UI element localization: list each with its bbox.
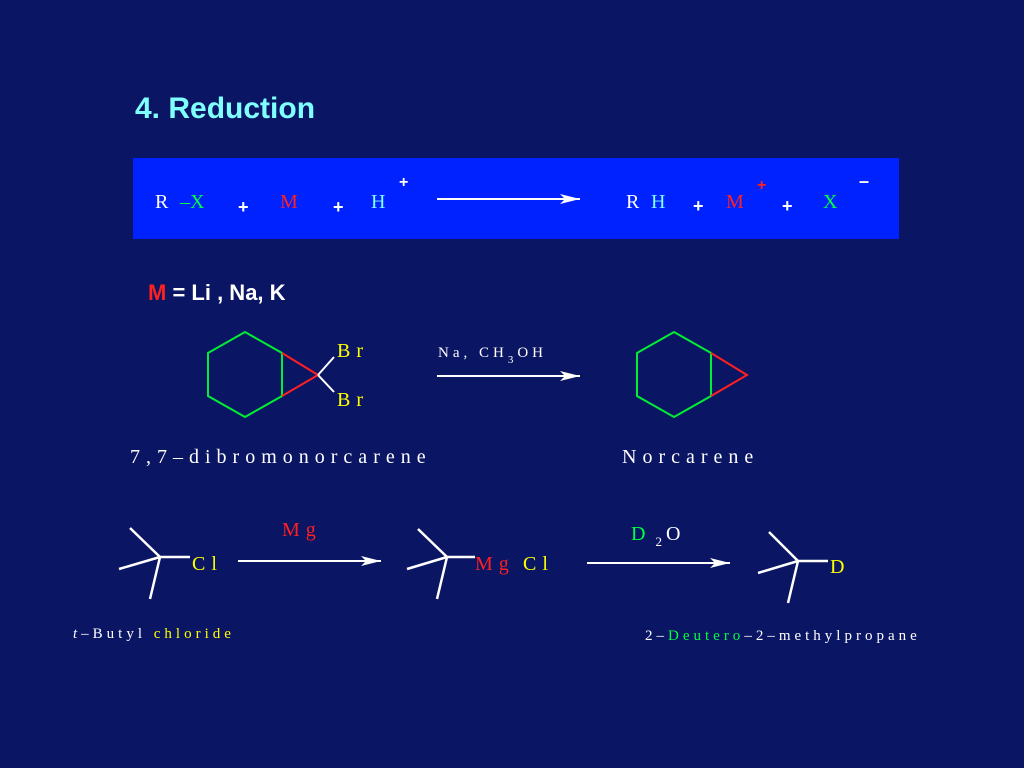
product-name-deutero-methylpropane: 2–Deutero–2–methylpropane [645,628,921,645]
d2o-subscript: 2 [655,534,662,549]
eq-h2: H [651,191,666,213]
eq-x2: X [823,191,838,213]
mg-label: Mg [475,553,515,575]
reagent-main: Na, CH [438,345,508,361]
reagent-subscript: 3 [507,354,518,366]
cyclopropane-ring-2 [710,352,749,397]
reactant-name-t-butyl-chloride: t–Butyl chloride [73,626,235,643]
eq-plus2: + [333,197,344,217]
t-prefix: t [73,626,82,642]
norcarene-structure [636,330,749,419]
br-top-label: Br [337,340,369,362]
cl-label-1: Cl [192,553,223,575]
reactant-name-dibromonorcarene: 7,7–dibromonorcarene [130,446,432,468]
d-label-product: D [830,556,845,578]
product-name-norcarene: Norcarene [622,446,760,468]
eq-h1: H [371,191,386,213]
mg-reagent: Mg [282,519,322,541]
slide-title: 4. Reduction [135,92,316,125]
deutero-text: Deutero [668,628,745,644]
eq-m2-charge: + [757,177,767,194]
metal-symbol: M [148,280,167,305]
eq-m2: M [726,191,744,213]
eq-r2: R [626,191,640,213]
eq-plus3: + [693,196,704,216]
br-bond-bottom [317,374,335,393]
eq-x1: –X [180,191,205,213]
br-bottom-label: Br [337,389,369,411]
eq-r1: R [155,191,169,213]
deutero-methylpropane-structure [757,531,828,604]
dibromonorcarene-structure [207,330,335,419]
reagent-end: OH [517,345,547,361]
butyl-text: –Butyl [81,626,147,642]
t-butyl-chloride-structure [118,527,190,600]
product-prefix: 2– [645,628,668,644]
reagent-na-methanol: Na, CH3OH [438,345,547,366]
eq-plus1: + [238,197,249,217]
metal-list: = Li , Na, K [172,280,286,305]
cyclohexane-ring-2 [636,330,712,419]
eq-m1: M [280,191,298,213]
d2o-d: D [631,523,646,545]
br-bond-top [317,356,335,376]
eq-x2-charge: – [859,171,870,191]
grignard-structure [406,528,475,600]
cyclohexane-ring-1 [207,330,283,419]
cyclopropane-ring-1 [281,352,320,397]
eq-plus4: + [782,196,793,216]
chloride-text: chloride [153,626,235,642]
product-end: –2–methylpropane [744,628,921,644]
metal-definition: M = Li , Na, K [148,280,286,306]
d2o-o: O [665,523,681,545]
eq-h1-charge: + [399,174,409,191]
cl-label-2: Cl [523,553,554,575]
